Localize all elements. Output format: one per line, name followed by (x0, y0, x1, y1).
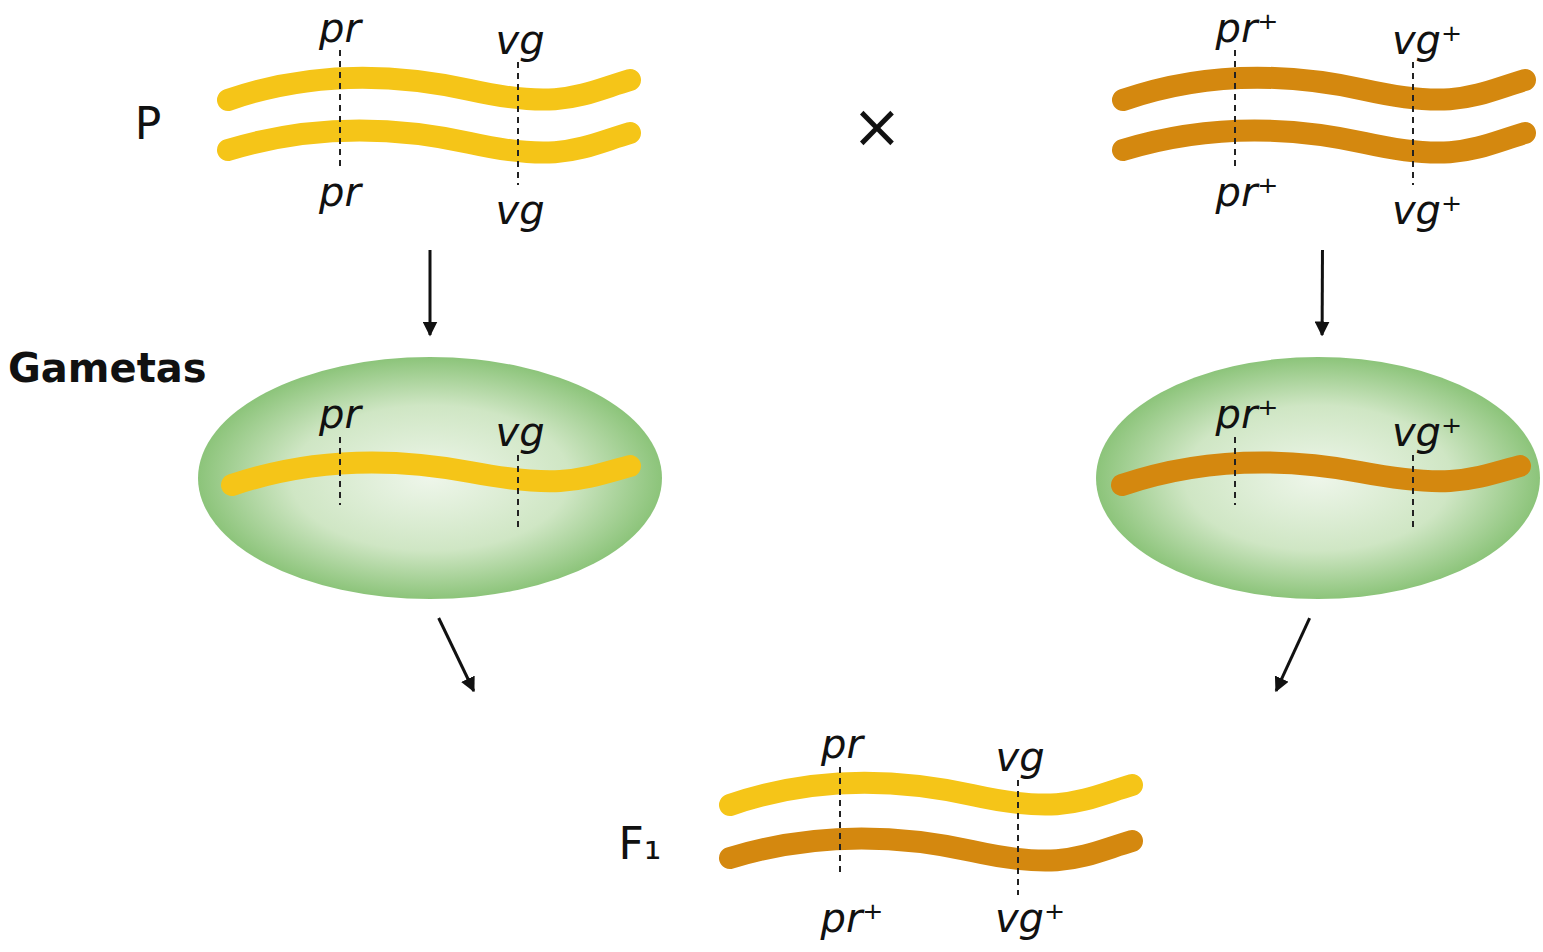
arrow (439, 618, 474, 691)
locus-mark (1412, 455, 1414, 530)
allele-label: vg (495, 190, 544, 230)
locus-mark (517, 455, 519, 530)
arrow (429, 250, 432, 335)
chromosome (228, 78, 630, 100)
allele-label: vg⁺ (1392, 20, 1462, 60)
gamete: pr⁺ vg⁺ (1096, 357, 1540, 600)
locus-mark (1017, 780, 1019, 895)
allele-label: vg⁺ (1392, 190, 1462, 230)
locus-mark (839, 767, 841, 875)
gamete-cell (1096, 357, 1540, 599)
allele-label: pr (821, 724, 863, 764)
stage-label: Gametas (8, 348, 207, 388)
arrow (1276, 618, 1310, 691)
allele-label: pr (319, 8, 361, 48)
chromosome (730, 838, 1132, 860)
locus-mark (339, 50, 341, 167)
allele-label: pr⁺ (1216, 394, 1279, 434)
generation-label: P (135, 102, 162, 146)
allele-label: pr⁺ (821, 898, 884, 938)
locus-mark (1234, 50, 1236, 167)
allele-label: pr (319, 394, 361, 434)
chromosome (730, 783, 1132, 805)
generation-label: F₁ (619, 822, 662, 866)
cross-symbol: × (852, 96, 902, 156)
chromosome (1122, 463, 1520, 485)
locus-mark (1412, 62, 1414, 185)
allele-label: vg (495, 412, 544, 452)
allele-label: pr⁺ (1216, 8, 1279, 48)
chromosome (228, 130, 630, 152)
allele-label: vg⁺ (995, 898, 1065, 938)
allele-label: pr (319, 172, 361, 212)
locus-mark (517, 62, 519, 185)
chromosome-pair: pr⁺ vg⁺ pr⁺ vg⁺ (1105, 5, 1540, 245)
gamete-cell (198, 357, 662, 599)
allele-label: pr⁺ (1216, 172, 1279, 212)
chromosome-pair: pr vg pr⁺ vg⁺ (470, 700, 1280, 945)
arrow (1321, 250, 1324, 335)
locus-mark (1234, 437, 1236, 505)
allele-label: vg⁺ (1392, 412, 1462, 452)
chromosome (232, 463, 630, 485)
chromosome (1123, 130, 1525, 152)
allele-label: vg (495, 20, 544, 60)
chromosome (1123, 78, 1525, 100)
gamete: pr vg (198, 357, 662, 600)
allele-label: vg (995, 737, 1044, 777)
locus-mark (339, 437, 341, 505)
chromosome-pair: pr vg pr vg (210, 5, 650, 245)
